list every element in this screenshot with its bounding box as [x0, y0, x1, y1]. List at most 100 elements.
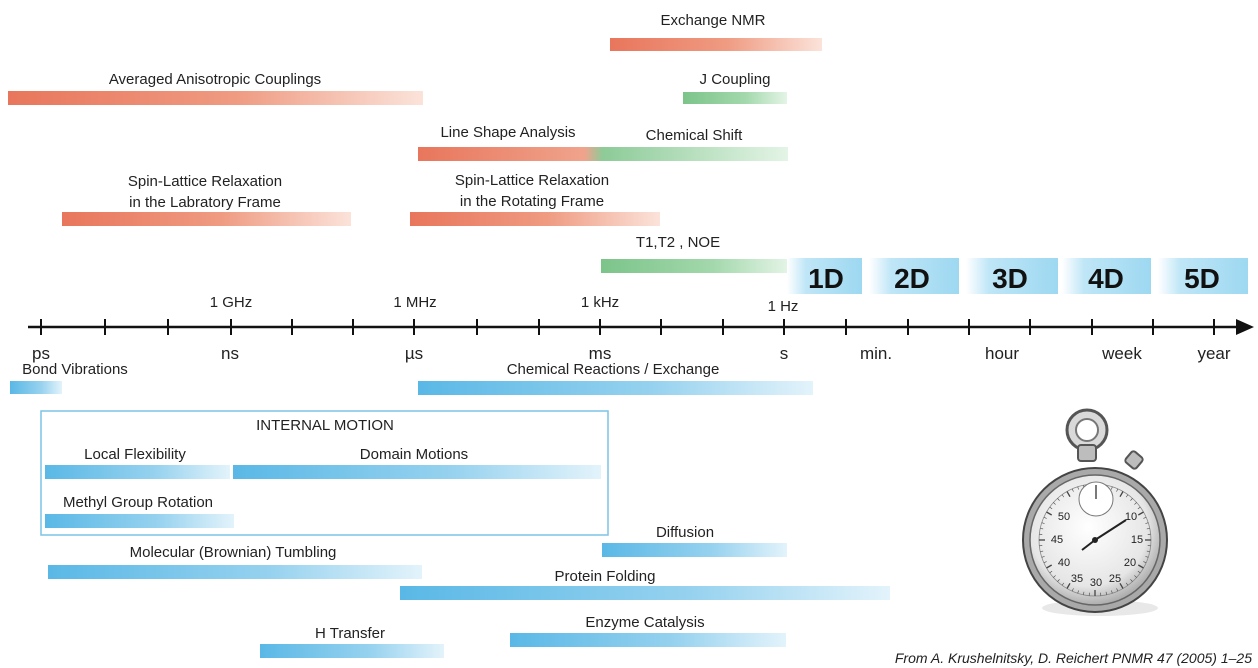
dimension-box-2d [869, 258, 959, 294]
dial-number-30: 30 [1090, 577, 1102, 589]
spin-lattice-rot-bar [410, 212, 660, 226]
tick-label-1hz: 1 Hz [768, 298, 799, 315]
stopwatch-tick [1119, 491, 1124, 498]
diffusion-label: Diffusion [656, 524, 714, 541]
spin-lattice-lab-label-line2: in the Labratory Frame [129, 194, 281, 211]
citation: From A. Krushelnitsky, D. Reichert PNMR … [895, 650, 1252, 666]
dimension-boxes: 1D 2D 3D 4D 5D [787, 258, 1248, 294]
tick-label-year: year [1197, 344, 1230, 363]
tick-label-min: min. [860, 344, 892, 363]
stopwatch-tick [1066, 491, 1071, 498]
dial-number-40: 40 [1058, 557, 1070, 569]
stopwatch-tick [1111, 590, 1113, 594]
h-transfer-label: H Transfer [315, 625, 385, 642]
spin-lattice-lab-label-line1: Spin-Lattice Relaxation [128, 173, 282, 190]
dial-number-10: 10 [1125, 511, 1137, 523]
chemical-reactions-label: Chemical Reactions / Exchange [507, 361, 720, 378]
stopwatch-hand [1094, 519, 1127, 541]
dimension-label-5d: 5D [1184, 263, 1220, 294]
stopwatch-tick [1053, 502, 1056, 505]
stopwatch-tick [1061, 494, 1065, 498]
stopwatch-tick [1077, 590, 1079, 594]
local-flexibility-bar [45, 465, 230, 479]
methyl-group-rotation-bar [45, 514, 234, 528]
bond-vibrations-label: Bond Vibrations [22, 361, 128, 378]
stopwatch-tick [1146, 528, 1150, 530]
stopwatch-tick [1146, 550, 1150, 552]
tick-label-hour: hour [985, 344, 1019, 363]
tick-label-ns: ns [221, 344, 239, 363]
stopwatch-tick [1105, 591, 1107, 595]
stopwatch-tick [1057, 498, 1060, 501]
stopwatch-tick [1130, 498, 1133, 501]
stopwatch-tick [1134, 502, 1137, 505]
stopwatch-tick [1040, 528, 1044, 530]
axis-arrowhead [1236, 319, 1254, 335]
spin-lattice-rot-label-line2: in the Rotating Frame [460, 193, 604, 210]
stopwatch-tick [1071, 488, 1074, 492]
stopwatch-tick [1134, 575, 1137, 578]
h-transfer-bar [260, 644, 444, 658]
tick-label-1mhz: 1 MHz [393, 294, 436, 311]
line-shape-analysis-label: Line Shape Analysis [440, 124, 575, 141]
stopwatch-tick [1143, 516, 1147, 519]
stopwatch-tick [1137, 511, 1144, 516]
averaged-anisotropic-couplings-label: Averaged Anisotropic Couplings [109, 71, 321, 88]
axis-ticks [40, 319, 1215, 335]
stopwatch-tick [1053, 575, 1056, 578]
dimension-box-1d [787, 258, 862, 294]
time-axis: 1 GHz 1 MHz 1 kHz 1 Hz ps ns µs ms s min… [28, 294, 1254, 363]
stopwatch-tick [1137, 564, 1144, 569]
bond-vibrations-bar [10, 381, 62, 394]
dimension-box-3d [966, 258, 1058, 294]
stopwatch-tick [1083, 591, 1085, 595]
methyl-group-rotation-label: Methyl Group Rotation [63, 494, 213, 511]
stopwatch-icon: 50 10 45 15 40 20 35 30 25 [1022, 408, 1168, 616]
brownian-tumbling-bar [48, 565, 422, 579]
tick-label-ps: ps [32, 344, 50, 363]
spin-lattice-lab-bar [62, 212, 351, 226]
protein-folding-bar [400, 586, 890, 600]
stopwatch-tick [1041, 522, 1045, 524]
stopwatch-tick [1046, 564, 1053, 569]
dimension-box-5d [1158, 258, 1248, 294]
stopwatch-tick [1043, 561, 1047, 564]
protein-folding-label: Protein Folding [555, 568, 656, 585]
dial-number-25: 25 [1109, 573, 1121, 585]
stopwatch-tick [1057, 579, 1060, 582]
dial-number-45: 45 [1051, 534, 1063, 546]
stopwatch-tick [1145, 522, 1149, 524]
domain-motions-bar [233, 465, 601, 479]
averaged-anisotropic-couplings-bar [8, 91, 423, 105]
j-coupling-bar [683, 92, 787, 104]
internal-motion-box [40, 410, 609, 536]
internal-motion-label: INTERNAL MOTION [256, 417, 394, 434]
chemical-reactions-bar [418, 381, 813, 395]
stopwatch-tick [1066, 582, 1071, 589]
stopwatch-tick [1040, 550, 1044, 552]
dimension-label-2d: 2D [894, 263, 930, 294]
dimension-label-3d: 3D [992, 263, 1028, 294]
tick-label-ms: ms [589, 344, 612, 363]
dimension-label-1d: 1D [808, 263, 844, 294]
tick-label-week: week [1101, 344, 1142, 363]
stopwatch-tick [1111, 486, 1113, 490]
tick-label-1khz: 1 kHz [581, 294, 619, 311]
line-shape-chemical-shift-bar [418, 147, 788, 161]
stopwatch-tick [1143, 561, 1147, 564]
stopwatch-tick [1046, 511, 1053, 516]
stopwatch-tick [1116, 488, 1119, 492]
exchange-nmr-label: Exchange NMR [660, 12, 765, 29]
stopwatch-tick [1061, 582, 1065, 586]
local-flexibility-label: Local Flexibility [84, 446, 186, 463]
diffusion-bar [602, 543, 787, 557]
stopwatch-tick [1071, 588, 1074, 592]
brownian-tumbling-label: Molecular (Brownian) Tumbling [130, 544, 337, 561]
stopwatch-tick [1041, 556, 1045, 558]
tick-label-1ghz: 1 GHz [210, 294, 253, 311]
stopwatch-tick [1125, 582, 1129, 586]
stopwatch-tick [1145, 556, 1149, 558]
dial-number-35: 35 [1071, 573, 1083, 585]
exchange-nmr-bar [610, 38, 822, 51]
stopwatch-tick [1119, 582, 1124, 589]
